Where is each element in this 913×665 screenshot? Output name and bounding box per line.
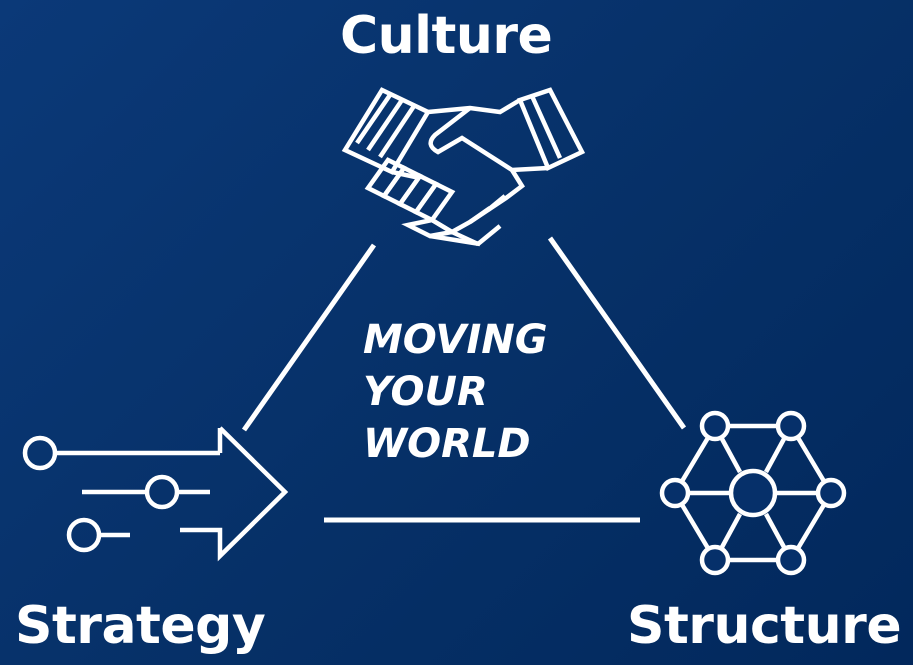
strategy-label: Strategy [15, 596, 266, 656]
structure-label: Structure [627, 596, 902, 656]
network-hexagon-icon [659, 410, 847, 576]
slogan-line: YOUR [363, 369, 488, 415]
arrow-circuit-icon [22, 426, 289, 562]
slogan-line: MOVING [363, 317, 548, 363]
culture-label: Culture [340, 6, 553, 66]
connector-culture-strategy [241, 243, 377, 432]
connector-culture-structure [547, 236, 687, 430]
slogan-line: WORLD [363, 421, 531, 467]
handshake-icon [341, 87, 586, 247]
center-slogan: MOVING YOUR WORLD [363, 314, 548, 470]
